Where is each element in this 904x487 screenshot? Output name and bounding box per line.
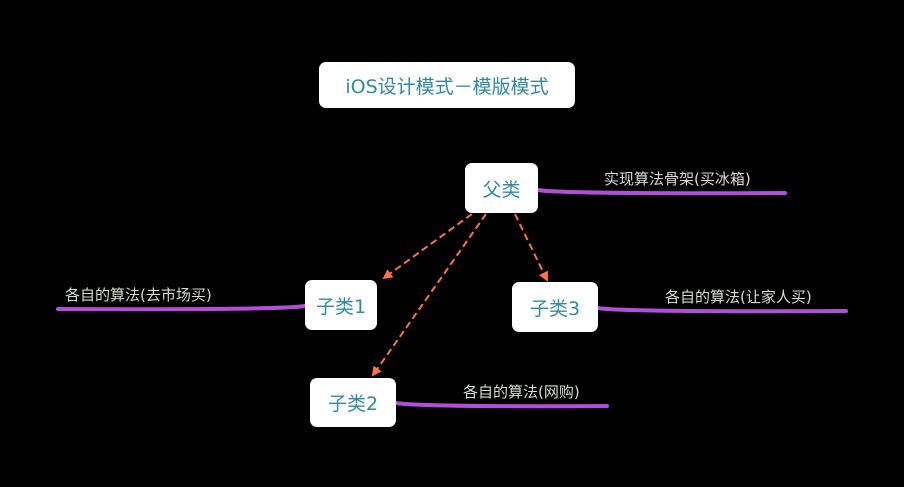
- arrow-parent-child3: [514, 213, 549, 282]
- note-line-child2: [394, 401, 609, 409]
- node-child2: 子类2: [310, 378, 396, 427]
- arrow-parent-child2: [371, 213, 487, 377]
- diagram-title: iOS设计模式－模版模式: [319, 62, 575, 108]
- node-child3: 子类3: [512, 282, 598, 332]
- note-parent: 实现算法骨架(买冰箱): [604, 170, 751, 188]
- node-child1: 子类1: [305, 280, 377, 330]
- note-line-child1: [56, 304, 307, 312]
- arrow-parent-child1: [382, 213, 473, 280]
- note-line-child3: [596, 306, 848, 314]
- note-child2: 各自的算法(网购): [463, 383, 580, 401]
- note-child1: 各自的算法(去市场买): [65, 286, 212, 304]
- note-child3: 各自的算法(让家人买): [665, 288, 812, 306]
- note-line-parent: [536, 188, 787, 196]
- node-parent: 父类: [465, 163, 538, 213]
